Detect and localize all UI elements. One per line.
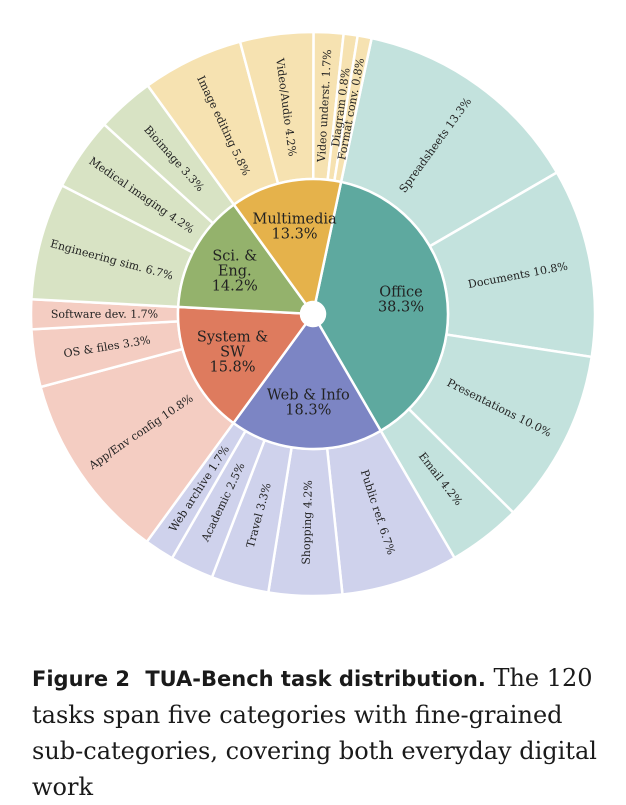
figure-title: TUA-Bench task distribution. <box>145 667 486 691</box>
label-shopping: Shopping 4.2% <box>300 480 315 565</box>
label-video-underst: Video underst. 1.7% <box>315 49 334 163</box>
figure-label: Figure 2 <box>32 667 131 691</box>
center-hole <box>301 302 325 326</box>
label-software-dev: Software dev. 1.7% <box>51 308 158 321</box>
figure-caption: Figure 2 TUA-Bench task distribution. Th… <box>32 660 602 805</box>
wedges <box>29 30 597 598</box>
label-sci-and-eng: Sci. &Eng.14.2% <box>212 248 258 294</box>
sunburst-chart: Spreadsheets 13.3%Documents 10.8%Present… <box>29 30 597 598</box>
